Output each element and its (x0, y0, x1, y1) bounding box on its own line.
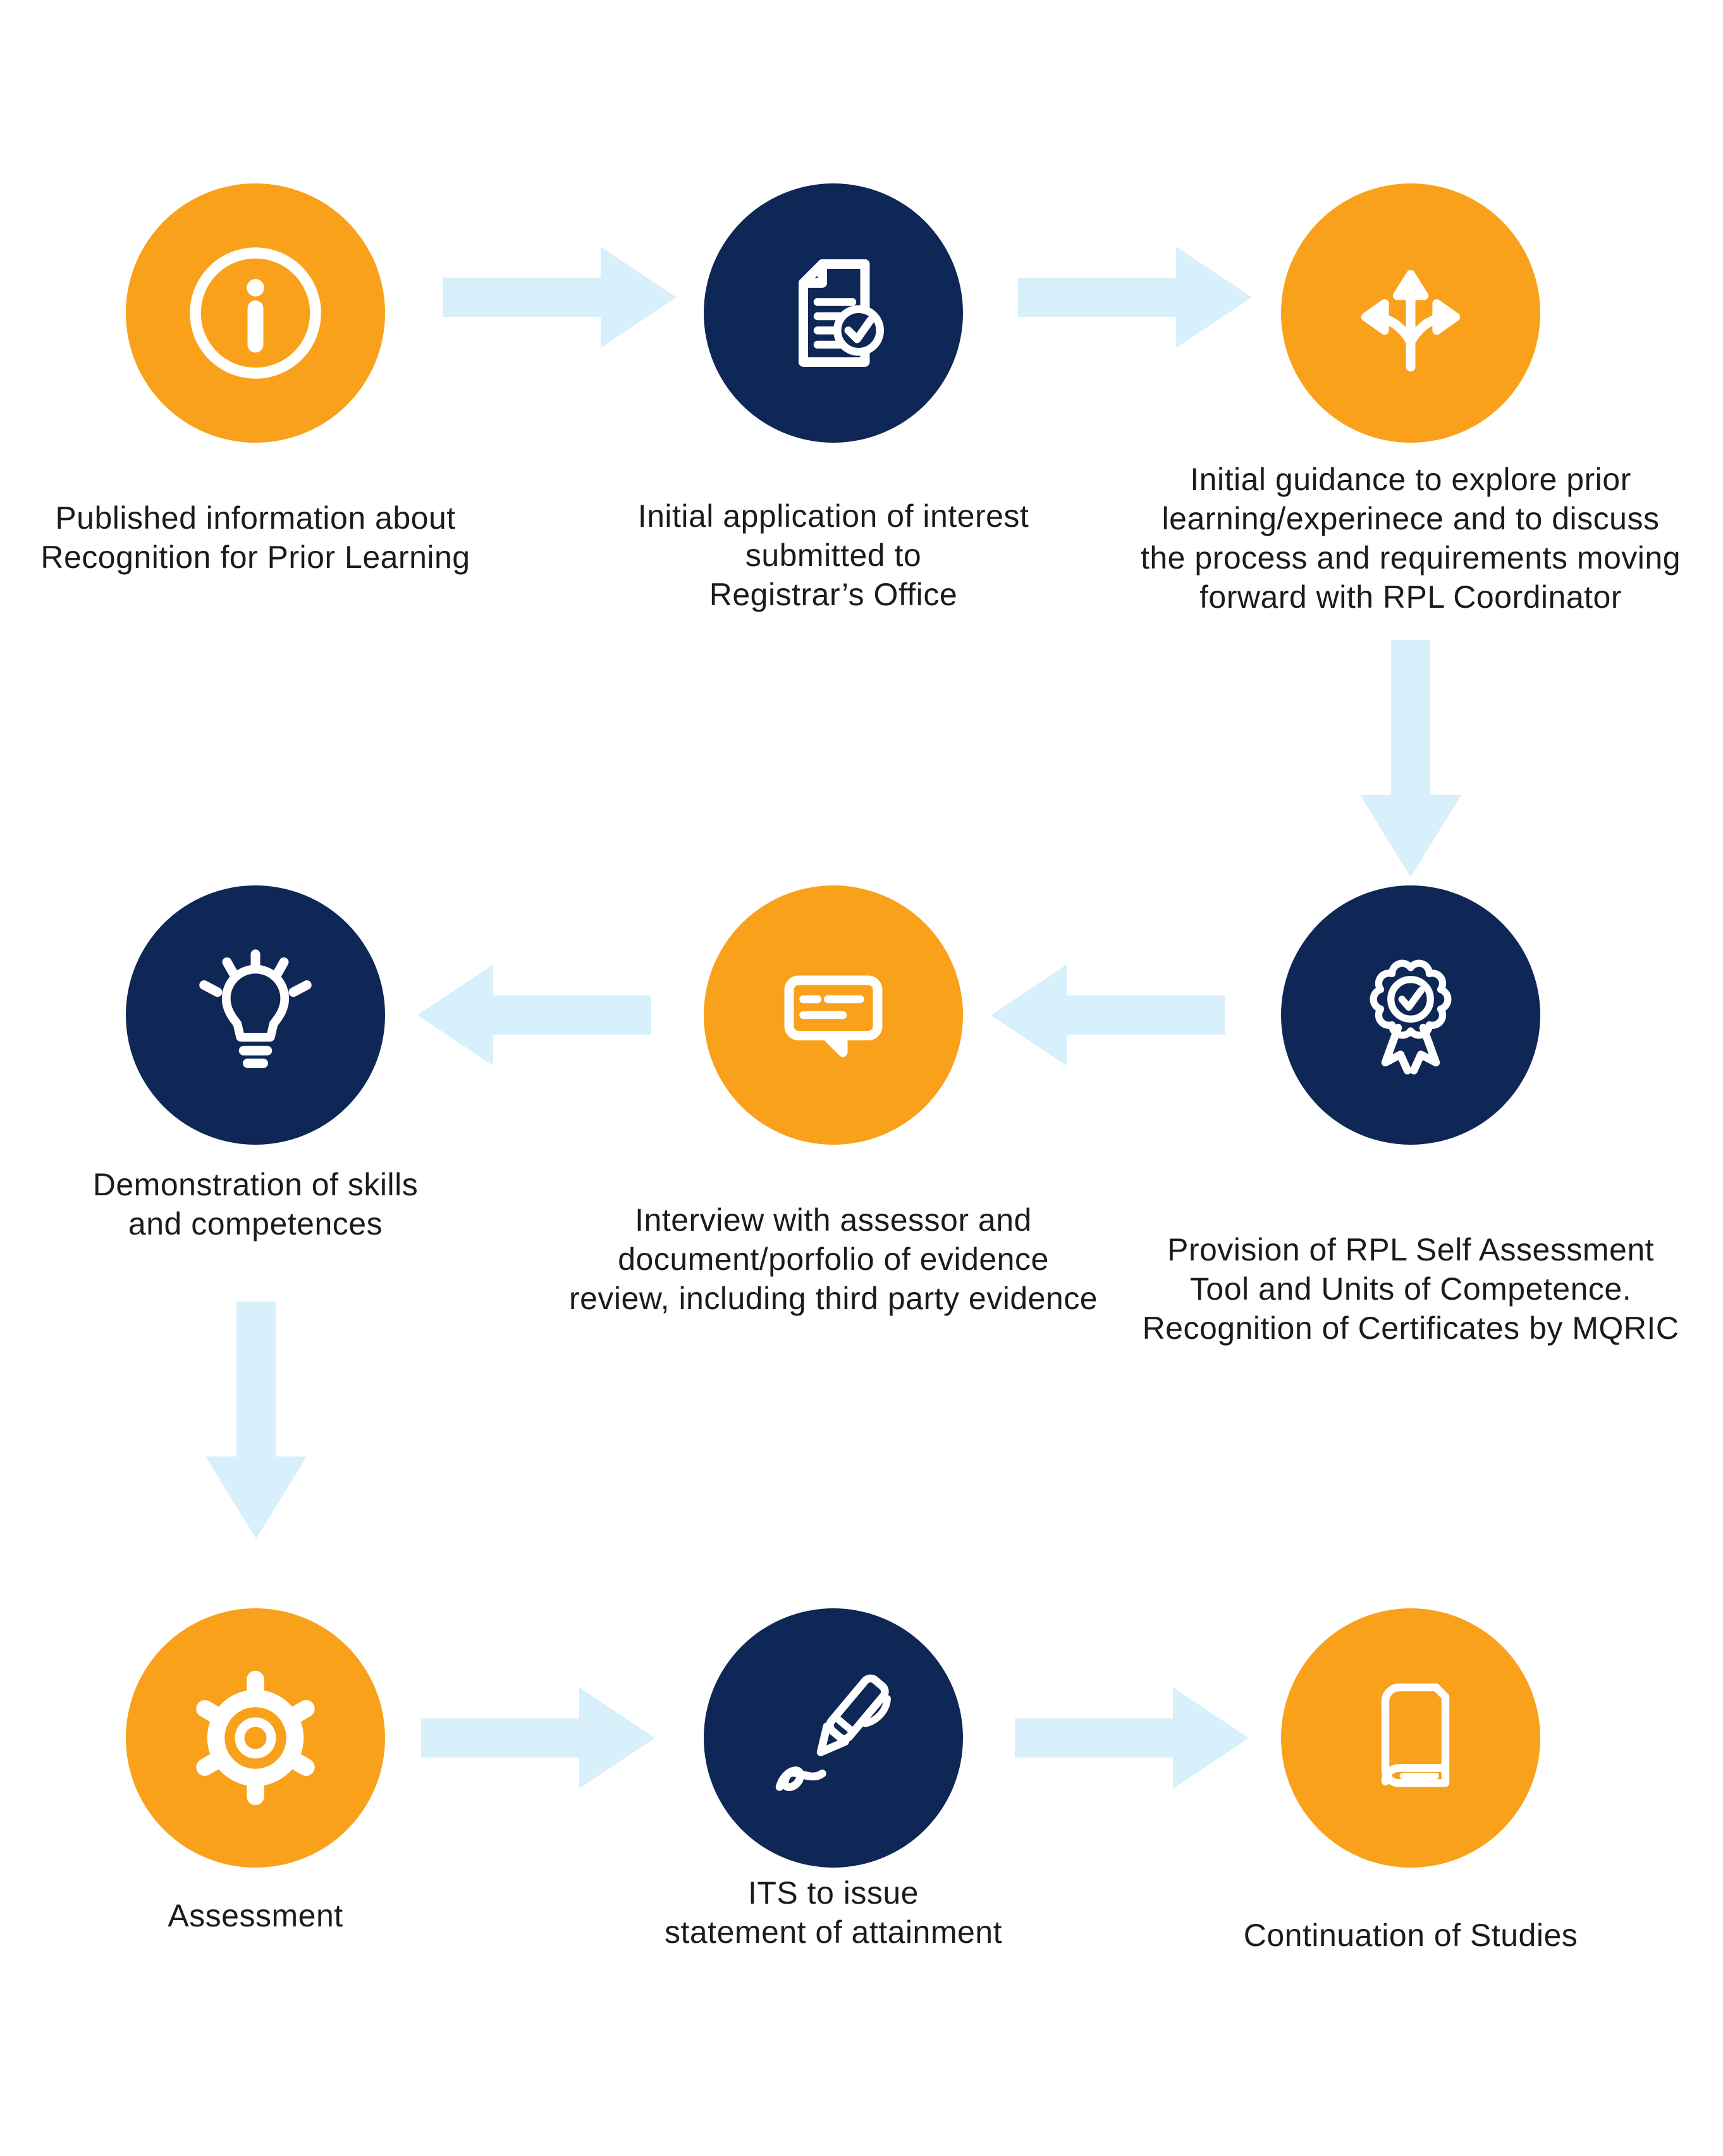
flow-arrow-step2-to-step3 (1018, 247, 1252, 348)
label-line: ITS to issue (748, 1875, 919, 1911)
flow-arrow-step8-to-step9 (1015, 1687, 1249, 1789)
label-line: and competences (128, 1206, 383, 1241)
flow-arrow-step3-to-step4 (1360, 640, 1461, 877)
label-line: document/porfolio of evidence (618, 1241, 1049, 1277)
arrow-shaft (492, 995, 651, 1035)
step-label-initial-application: Initial application of interest submitte… (479, 496, 1187, 614)
label-line: Provision of RPL Self Assessment (1167, 1232, 1655, 1267)
arrow-shaft (1018, 278, 1177, 317)
flow-arrow-step5-to-step6 (417, 964, 651, 1066)
step-circle-published-information (126, 183, 385, 443)
arrow-head (205, 1457, 307, 1539)
step-label-interview-evidence-review: Interview with assessor and document/por… (479, 1200, 1187, 1318)
book-icon (1381, 1683, 1450, 1787)
label-line: review, including third party evidence (568, 1281, 1098, 1316)
step-circle-statement-of-attainment (704, 1608, 963, 1868)
arrow-head (601, 247, 677, 348)
arrow-shaft (443, 278, 602, 317)
arrow-head (1173, 1687, 1249, 1789)
step-circle-initial-application (704, 183, 963, 443)
label-line: Recognition of Certificates by MQRIC (1142, 1310, 1679, 1346)
info-icon (190, 247, 321, 379)
document-check-icon (799, 259, 884, 367)
arrow-shaft (236, 1302, 276, 1458)
label-line: Demonstration of skills (92, 1167, 419, 1202)
step-label-published-information: Published information about Recognition … (0, 498, 610, 577)
label-line: Continuation of Studies (1243, 1918, 1578, 1953)
label-line: forward with RPL Coordinator (1199, 579, 1622, 615)
flow-arrow-step4-to-step5 (991, 964, 1225, 1066)
label-line: Tool and Units of Competence. (1189, 1271, 1632, 1307)
step-circle-initial-guidance (1281, 183, 1540, 443)
arrow-head (1176, 247, 1252, 348)
arrow-head (417, 964, 493, 1066)
branching-arrows-icon (1361, 269, 1461, 372)
arrow-shaft (1015, 1718, 1174, 1758)
chat-bubble-icon (784, 975, 883, 1057)
label-line: Initial application of interest (637, 498, 1029, 534)
label-line: Recognition for Prior Learning (40, 539, 470, 575)
step-circle-provision-rpl-tool (1281, 885, 1540, 1145)
step-circle-interview-evidence-review (704, 885, 963, 1145)
label-line: Published information about (55, 500, 456, 536)
gear-icon (196, 1670, 315, 1806)
pen-signature-icon (775, 1674, 891, 1791)
arrow-shaft (1391, 640, 1430, 796)
label-line: statement of attainment (664, 1914, 1002, 1950)
award-ribbon-icon (1370, 959, 1452, 1075)
label-line: Assessment (168, 1898, 343, 1933)
arrow-shaft (1065, 995, 1225, 1035)
flow-arrow-step7-to-step8 (421, 1687, 655, 1789)
label-line: Interview with assessor and (635, 1202, 1032, 1238)
step-circle-assessment (126, 1608, 385, 1868)
flow-arrow-step6-to-step7 (205, 1302, 307, 1539)
label-line: learning/experinece and to discuss (1162, 501, 1660, 536)
flow-arrow-step1-to-step2 (443, 247, 677, 348)
arrow-shaft (421, 1718, 580, 1758)
arrow-head (579, 1687, 655, 1789)
step-label-assessment: Assessment (0, 1896, 610, 1935)
step-circle-continuation-of-studies (1281, 1608, 1540, 1868)
label-line: Initial guidance to explore prior (1190, 462, 1631, 497)
step-circle-demonstration-skills (126, 885, 385, 1145)
step-label-statement-of-attainment: ITS to issue statement of attainment (479, 1873, 1187, 1952)
label-line: Registrar’s Office (709, 577, 958, 612)
arrow-head (991, 964, 1067, 1066)
step-label-initial-guidance: Initial guidance to explore prior learni… (1057, 460, 1723, 617)
label-line: the process and requirements moving (1140, 540, 1681, 576)
label-line: submitted to (745, 538, 922, 573)
lightbulb-icon (199, 949, 312, 1068)
arrow-head (1360, 795, 1461, 877)
step-label-demonstration-skills: Demonstration of skills and competences (0, 1165, 610, 1243)
step-label-provision-rpl-tool: Provision of RPL Self Assessment Tool an… (1057, 1230, 1723, 1348)
step-label-continuation-of-studies: Continuation of Studies (1057, 1916, 1723, 1955)
